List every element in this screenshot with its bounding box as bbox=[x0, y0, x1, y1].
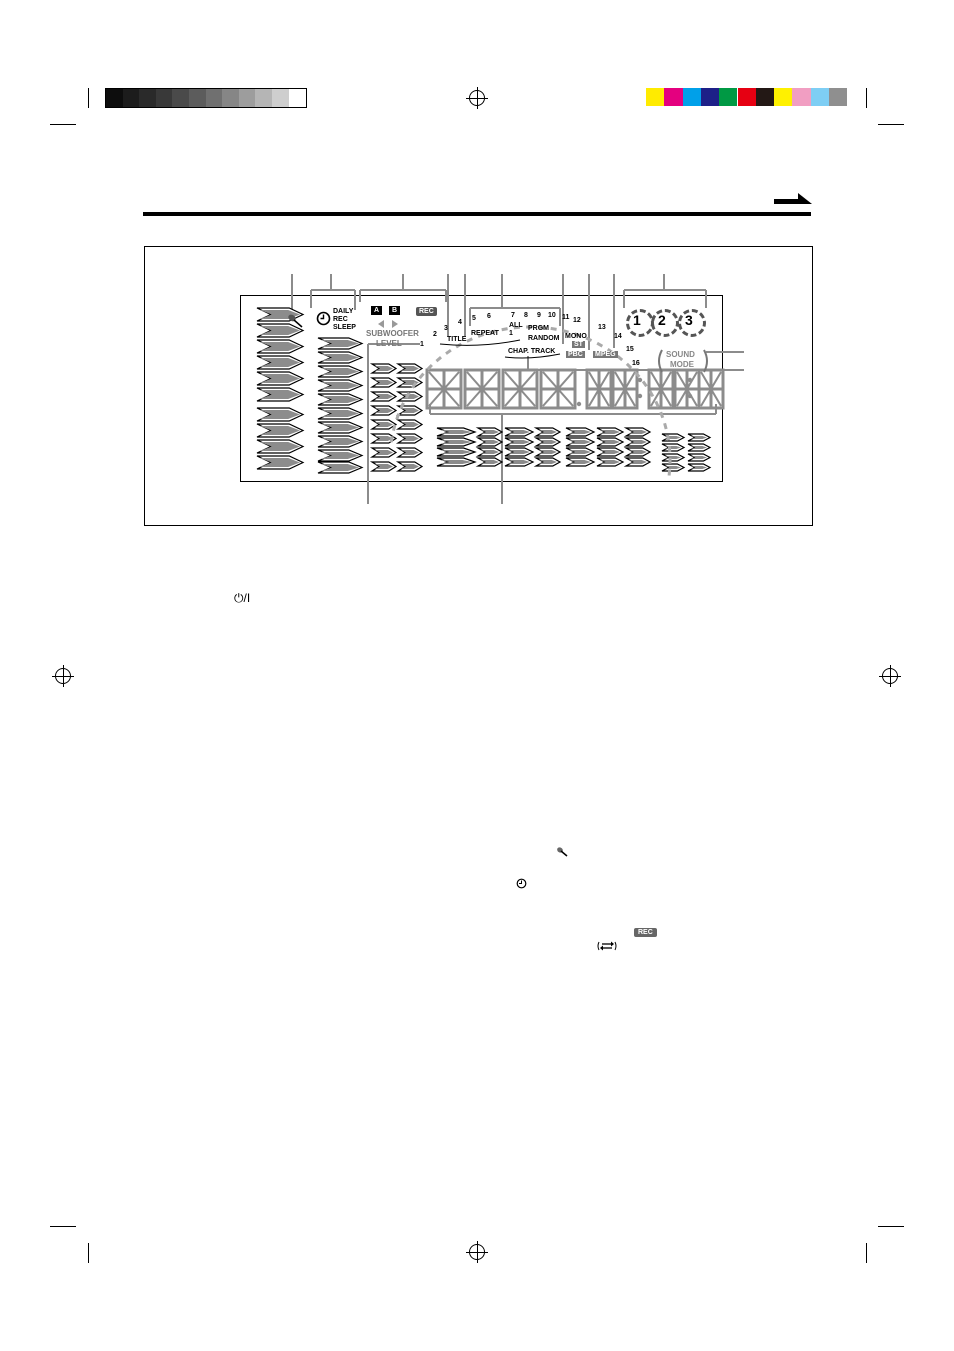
sound-mode-sound: SOUND bbox=[666, 351, 695, 359]
track-arc-tick bbox=[596, 342, 603, 348]
track-arc-tick bbox=[466, 337, 473, 342]
stereo-indicator: ST bbox=[572, 341, 585, 348]
crop-mark bbox=[866, 1243, 867, 1263]
callout-line bbox=[470, 274, 560, 326]
reverse-arrow-icon bbox=[378, 320, 384, 328]
level-label: LEVEL bbox=[376, 340, 402, 348]
chap-track-indicator: CHAP. TRACK bbox=[508, 348, 555, 355]
track-number: 12 bbox=[573, 317, 581, 324]
track-arc-tick bbox=[419, 373, 425, 380]
title-indicator: TITLE bbox=[447, 336, 466, 343]
track-number: 5 bbox=[472, 315, 476, 322]
track-number: 3 bbox=[444, 325, 448, 332]
track-number: 10 bbox=[548, 312, 556, 319]
track-number: 6 bbox=[487, 313, 491, 320]
rec-indicator: REC bbox=[416, 307, 437, 316]
clock-icon bbox=[316, 311, 331, 326]
timer-daily-label: DAILY bbox=[333, 308, 353, 315]
track-arc-tick bbox=[663, 423, 667, 430]
all-indicator: ALL bbox=[509, 322, 523, 329]
one-indicator: 1 bbox=[509, 330, 513, 337]
forward-arrow-icon bbox=[392, 320, 398, 328]
digit-dot bbox=[577, 402, 581, 406]
track-arc-tick bbox=[668, 446, 671, 452]
track-arc-tick bbox=[642, 381, 648, 388]
callout-line bbox=[624, 274, 706, 308]
random-indicator: RANDOM bbox=[528, 335, 560, 342]
disc-1-number: 1 bbox=[633, 313, 641, 327]
timer-rec-label: REC bbox=[333, 316, 348, 323]
repeat-icon bbox=[596, 940, 618, 952]
deck-b-indicator: B bbox=[389, 306, 400, 315]
mono-indicator: MONO bbox=[565, 333, 587, 340]
digit-dot bbox=[638, 378, 642, 382]
registration-mark-bottom bbox=[469, 1244, 485, 1260]
track-arc-tick bbox=[395, 413, 400, 420]
digit-dot bbox=[638, 394, 642, 398]
rec-badge: REC bbox=[634, 928, 657, 937]
track-arc-tick bbox=[668, 458, 671, 464]
repeat-indicator: REPEAT bbox=[471, 330, 499, 337]
pbc-indicator: PBC bbox=[566, 351, 585, 358]
microphone-icon bbox=[556, 846, 570, 858]
level-number: 1 bbox=[420, 341, 424, 348]
track-arc-tick bbox=[654, 401, 659, 408]
track-number: 9 bbox=[537, 312, 541, 319]
track-number: 15 bbox=[626, 346, 634, 353]
crop-mark bbox=[50, 1226, 76, 1227]
sound-mode-mode: MODE bbox=[670, 361, 694, 369]
track-arc-tick bbox=[668, 469, 672, 475]
digit-dot bbox=[688, 378, 692, 382]
track-arc-tick bbox=[501, 327, 507, 331]
disc-2-number: 2 bbox=[658, 313, 666, 327]
crop-mark bbox=[878, 1226, 904, 1227]
prgm-indicator: PRGM bbox=[528, 325, 549, 332]
track-number: 14 bbox=[614, 333, 622, 340]
digit-dot bbox=[688, 394, 692, 398]
standby-on-symbol: ⏻/I bbox=[234, 592, 250, 604]
display-graphics bbox=[0, 0, 954, 560]
track-arc-tick bbox=[617, 355, 624, 361]
track-number: 8 bbox=[524, 312, 528, 319]
track-number: 7 bbox=[511, 312, 515, 319]
track-number: 2 bbox=[433, 331, 437, 338]
callout-line bbox=[311, 274, 355, 310]
deck-a-indicator: A bbox=[371, 306, 382, 315]
microphone-icon bbox=[294, 320, 302, 327]
track-arc-tick bbox=[550, 327, 556, 331]
track-number: 11 bbox=[562, 314, 569, 321]
subwoofer-label: SUBWOOFER bbox=[366, 330, 419, 338]
track-arc-tick bbox=[445, 349, 452, 355]
crop-mark bbox=[88, 1243, 89, 1263]
clock-icon bbox=[516, 878, 527, 889]
registration-mark-left bbox=[55, 668, 71, 684]
track-arc-tick bbox=[435, 356, 442, 362]
callout-line bbox=[360, 274, 446, 302]
track-number: 13 bbox=[598, 324, 606, 331]
track-number: 16 bbox=[632, 360, 640, 367]
track-number: 4 bbox=[458, 319, 462, 326]
registration-mark-right bbox=[882, 668, 898, 684]
timer-sleep-label: SLEEP bbox=[333, 324, 356, 331]
mpeg-indicator: MPEG bbox=[593, 351, 618, 358]
disc-3-number: 3 bbox=[685, 313, 693, 327]
